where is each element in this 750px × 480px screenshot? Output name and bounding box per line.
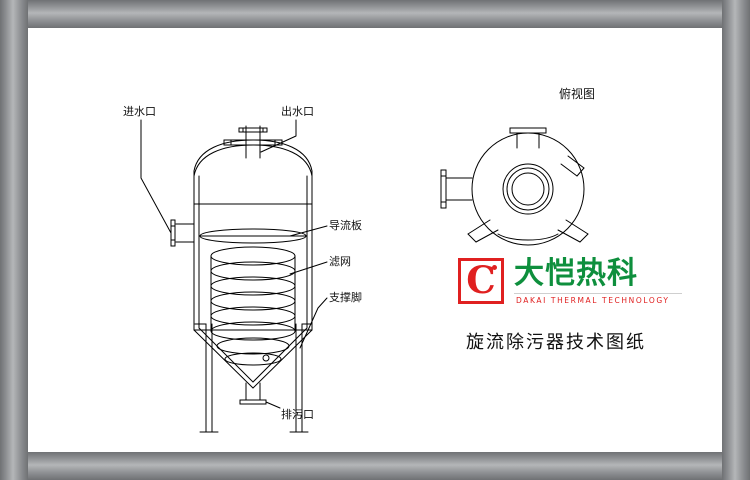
label-inlet: 进水口: [123, 105, 156, 118]
label-drain: 排污口: [281, 408, 314, 421]
logo-english-name: DAKAI THERMAL TECHNOLOGY: [516, 296, 670, 305]
label-guide-plate: 导流板: [329, 219, 362, 232]
drawing-canvas: 进水口 出水口 导流板 滤网 支撑脚 排污口 俯视图 C 大恺热科 DAKAI …: [28, 28, 722, 452]
frame-border-right: [722, 0, 750, 480]
logo-mark-icon: C: [458, 258, 504, 304]
vessel-top-view: [440, 127, 589, 246]
technical-drawing-svg: [140, 119, 589, 433]
drawing-caption: 旋流除污器技术图纸: [466, 332, 646, 353]
frame-border-bottom: [0, 452, 750, 480]
leader-lines: [140, 119, 328, 409]
logo-dot-icon: [492, 265, 497, 270]
label-filter-mesh: 滤网: [329, 255, 351, 268]
logo-divider: [514, 293, 682, 294]
frame-border-left: [0, 0, 28, 480]
frame-border-top: [0, 0, 750, 28]
company-logo: C 大恺热科 DAKAI THERMAL TECHNOLOGY: [458, 256, 688, 316]
label-support-leg: 支撑脚: [329, 291, 362, 304]
logo-chinese-name: 大恺热科: [514, 256, 638, 291]
label-top-view: 俯视图: [559, 87, 596, 101]
vessel-front-view: [170, 125, 313, 433]
label-outlet: 出水口: [281, 105, 314, 118]
logo-letter: C: [466, 258, 496, 302]
